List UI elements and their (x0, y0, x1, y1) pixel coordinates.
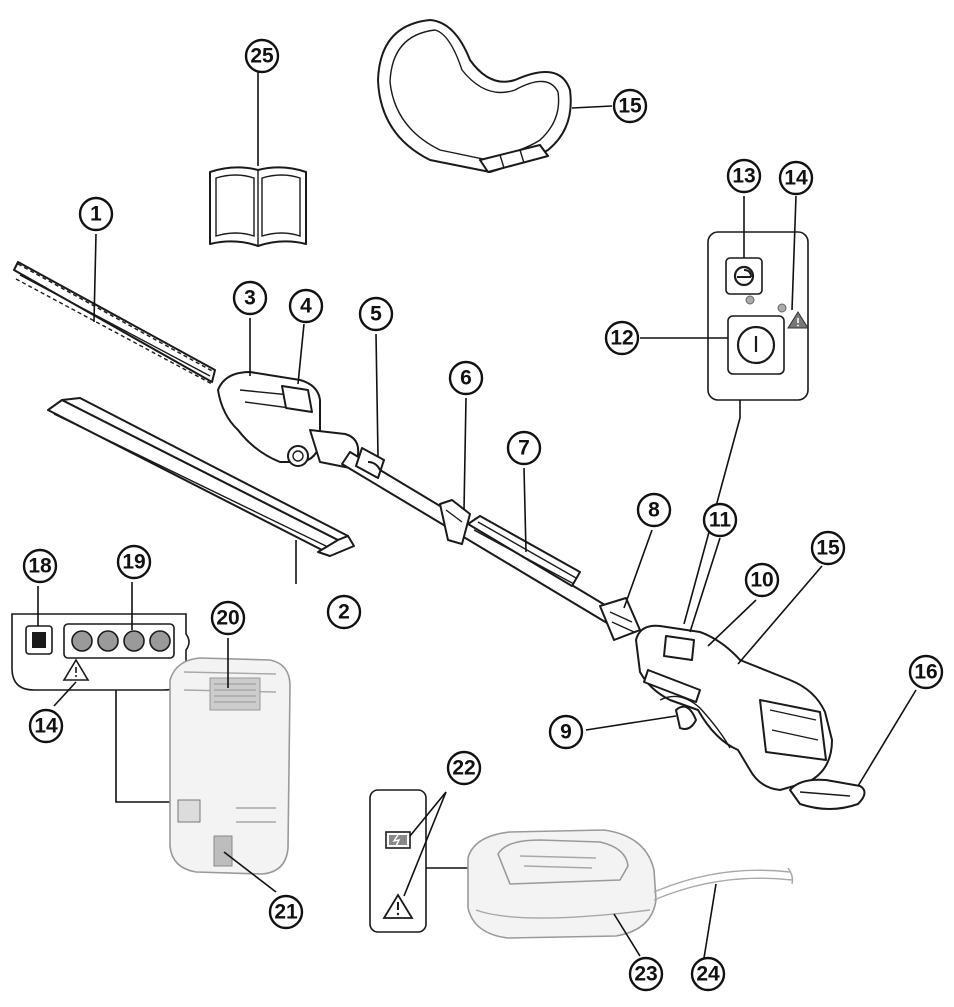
charger-indicator-panel (369, 789, 470, 933)
svg-text:7: 7 (518, 437, 530, 460)
callout-17: 15 (612, 88, 648, 124)
leader-lines (37, 72, 917, 959)
svg-text:18: 18 (28, 555, 52, 578)
control-panel (683, 231, 809, 625)
shaft-coupling (599, 597, 641, 641)
callout-2: 2 (326, 594, 362, 630)
svg-text:25: 25 (250, 45, 274, 68)
gear-head (217, 371, 360, 469)
eco-mode-icon (733, 265, 755, 287)
svg-text:13: 13 (732, 165, 755, 188)
callout-19: 19 (116, 544, 152, 580)
callout-6: 6 (448, 360, 484, 396)
cutter-blade (13, 261, 216, 385)
svg-text:1: 1 (90, 203, 102, 226)
telescopic-shaft (341, 447, 621, 627)
callout-25: 25 (244, 38, 280, 74)
callout-12: 12 (604, 320, 640, 356)
svg-text:10: 10 (750, 569, 773, 592)
callout-24: 24 (690, 956, 726, 992)
callout-4: 4 (288, 288, 324, 324)
svg-text:15: 15 (816, 537, 840, 560)
callout-3: 3 (232, 280, 268, 316)
svg-text:12: 12 (610, 327, 633, 350)
callout-13: 13 (726, 158, 762, 194)
front-grip (467, 515, 581, 587)
rear-skid (789, 778, 866, 810)
svg-text:19: 19 (122, 551, 145, 574)
svg-text:8: 8 (648, 499, 660, 522)
callout-10: 10 (744, 562, 780, 598)
warning-triangle-icon (382, 893, 414, 919)
callout-5: 5 (358, 296, 394, 332)
svg-text:14: 14 (784, 167, 808, 190)
callout-23: 23 (628, 956, 664, 992)
battery-charger (467, 829, 794, 939)
svg-text:24: 24 (696, 963, 720, 986)
svg-text:23: 23 (634, 963, 657, 986)
callout-14-panel: 14 (778, 160, 814, 196)
callout-22: 22 (446, 750, 482, 786)
blade-cover (47, 397, 355, 557)
callout-14-battery: 14 (28, 708, 64, 744)
power-icon (736, 325, 776, 365)
svg-text:14: 14 (34, 715, 58, 738)
shoulder-strap-ring (439, 499, 471, 545)
harness-strap (377, 19, 572, 173)
callout-20: 20 (210, 600, 246, 636)
svg-text:22: 22 (452, 757, 475, 780)
motor-unit (635, 624, 833, 791)
battery-indicator-panel (11, 613, 190, 803)
warning-triangle-icon (62, 658, 90, 681)
battery-pack (169, 657, 291, 875)
svg-text:5: 5 (370, 303, 382, 326)
svg-text:21: 21 (274, 901, 298, 924)
manual-book (209, 166, 307, 247)
svg-text:3: 3 (244, 287, 256, 310)
callout-15: 15 (810, 530, 846, 566)
svg-text:16: 16 (914, 661, 937, 684)
svg-text:9: 9 (560, 721, 572, 744)
callout-21: 21 (268, 894, 304, 930)
callout-9: 9 (548, 714, 584, 750)
svg-text:4: 4 (300, 295, 312, 318)
warning-triangle-icon (787, 311, 809, 329)
battery-charge-icon (385, 831, 411, 849)
svg-text:2: 2 (338, 601, 350, 624)
callout-1: 1 (78, 196, 114, 232)
callout-18: 18 (22, 548, 58, 584)
callout-8: 8 (636, 492, 672, 528)
svg-text:6: 6 (460, 367, 472, 390)
svg-text:11: 11 (709, 509, 732, 532)
callout-16: 16 (908, 654, 944, 690)
callout-7: 7 (506, 430, 542, 466)
svg-text:20: 20 (216, 607, 239, 630)
callout-11: 11 (702, 502, 738, 538)
svg-text:15: 15 (618, 95, 642, 118)
